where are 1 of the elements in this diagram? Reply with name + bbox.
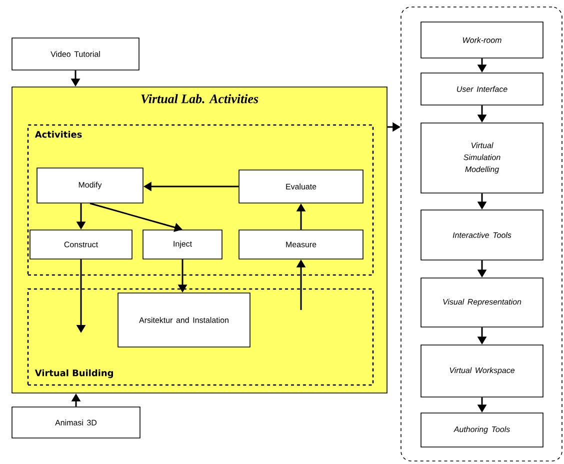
group-frame [400,6,562,462]
